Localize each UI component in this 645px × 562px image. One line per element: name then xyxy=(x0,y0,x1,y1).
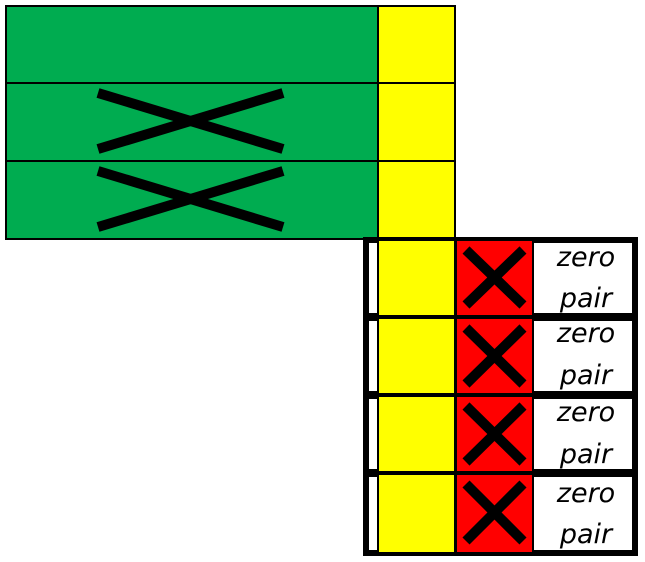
yellow-tile xyxy=(377,317,456,395)
yellow-tile-2 xyxy=(377,82,456,162)
cross-mark-green-2 xyxy=(96,88,285,154)
yellow-tile-1 xyxy=(377,5,456,84)
yellow-tile xyxy=(377,239,456,317)
yellow-tile-3 xyxy=(377,160,456,240)
pair-label: pair xyxy=(559,439,614,470)
zero-label: zero xyxy=(556,242,615,273)
yellow-tile xyxy=(377,473,456,554)
cross-mark-red xyxy=(462,324,527,388)
zero-label: zero xyxy=(556,318,615,349)
cross-mark-green-3 xyxy=(96,166,285,232)
zero-label: zero xyxy=(556,478,615,509)
zero-pair-group-4: zero pair xyxy=(363,471,638,556)
pair-label: pair xyxy=(559,519,614,550)
zero-pair-group-2: zero pair xyxy=(363,315,638,397)
zero-label: zero xyxy=(556,397,615,428)
cross-mark-red xyxy=(462,246,527,309)
yellow-unit-tiles-top xyxy=(377,5,456,240)
yellow-tile xyxy=(377,395,456,473)
pair-label: pair xyxy=(559,360,614,391)
pair-label: pair xyxy=(559,283,614,314)
zero-pair-group-1: zero pair xyxy=(363,237,638,319)
green-x-tiles xyxy=(5,5,379,240)
cross-mark-red xyxy=(462,480,527,545)
green-tile-1 xyxy=(5,5,379,84)
cross-mark-red xyxy=(462,402,527,466)
zero-pair-group-3: zero pair xyxy=(363,393,638,475)
